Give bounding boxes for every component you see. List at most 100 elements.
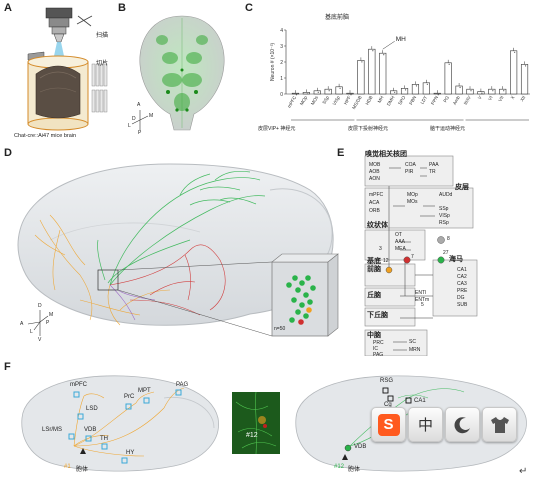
night-mode-button[interactable] <box>445 407 480 442</box>
x-tick-label: V <box>477 94 483 100</box>
f-left-caption-num: #1 <box>64 464 71 470</box>
axis-d: D <box>132 116 136 122</box>
x-tick-label: MOs <box>310 94 320 106</box>
basal-forebrain-title: 基底前脑 <box>367 258 381 273</box>
panel-b: A L M D P <box>122 10 242 140</box>
group-label-subcortical: 皮层下投射神经元 <box>348 126 389 132</box>
olf-tr: TR <box>429 169 436 175</box>
axis-d-l: L <box>30 329 33 335</box>
x-tick-label: MOp <box>299 95 309 107</box>
f-vdb-right: VDB <box>354 444 367 450</box>
bar <box>488 88 496 95</box>
bar <box>379 52 387 95</box>
x-tick-label: MH <box>377 95 385 104</box>
str-ot: OT <box>395 232 402 238</box>
mb-mrn: MRN <box>409 347 421 353</box>
num-7: 7 <box>411 254 414 260</box>
num-8: 8 <box>447 236 450 242</box>
projection-diagram <box>364 155 478 357</box>
data-point <box>306 93 308 95</box>
x-tick-label: PBN <box>408 95 417 106</box>
f-cg: Cg <box>384 402 392 408</box>
axis-d-d: D <box>38 303 42 309</box>
bar <box>346 92 354 95</box>
data-point <box>437 94 439 96</box>
x-tick-label: Amb <box>452 95 461 106</box>
panel-label-a: A <box>4 2 12 14</box>
data-point <box>372 50 374 52</box>
ctx-mpfc: mPFC <box>369 192 384 198</box>
y-tick-label: 3 <box>280 44 283 50</box>
data-point <box>339 87 341 89</box>
striatum-title: 纹状体 <box>367 222 388 229</box>
panel-f-left: mPFC LSD PrC MPT PAG LSr/MS VDB TH HY #1… <box>14 368 224 478</box>
panel-a: 扫描 切片 Chat-cre::Ai47 mice brain <box>14 6 114 146</box>
ctx-ssp: SSp <box>439 206 449 212</box>
inset-count-label: n=50 <box>274 326 286 332</box>
panel-label-c: C <box>245 2 253 14</box>
y-tick-label: 2 <box>280 60 283 66</box>
bar <box>291 92 300 95</box>
bar <box>335 86 343 95</box>
f-prc: PrC <box>124 394 135 400</box>
ctx-rsp: RSp <box>439 220 449 226</box>
x-tick-label: PPN <box>430 95 439 106</box>
ctx-orb: ORB <box>369 208 380 214</box>
num-3: 3 <box>379 246 382 252</box>
bar <box>411 84 420 95</box>
data-point <box>524 65 527 67</box>
ctx-mop: MOp <box>407 192 418 198</box>
data-point <box>415 85 418 87</box>
ctx-visp: VISp <box>439 213 450 219</box>
str-aaa: AAA <box>395 239 406 245</box>
annotation-line <box>382 40 395 50</box>
data-point <box>492 90 494 92</box>
hippocampus-title: 海马 <box>449 256 463 263</box>
sogou-logo-button[interactable]: S <box>371 407 406 442</box>
mb-ic: IC <box>373 346 378 352</box>
data-point <box>394 91 396 93</box>
sagittal-brain-neuron-1 <box>21 375 219 472</box>
hpc-ca1: CA1 <box>457 267 467 273</box>
data-point <box>470 90 472 92</box>
axis-p: P <box>138 130 142 136</box>
hpc-sub: SUB <box>457 302 468 308</box>
mb-prc: PRC <box>373 340 384 346</box>
x-tick-label: HPF <box>343 95 352 106</box>
x-tick-label: MS/DB <box>351 95 363 110</box>
bar <box>444 62 452 95</box>
x-tick-label: LDT <box>420 95 429 105</box>
chinese-mode-key[interactable]: 中 <box>408 407 443 442</box>
soma-cluster <box>286 275 316 325</box>
hpc-ca3: CA3 <box>457 281 467 287</box>
x-tick-label: VII <box>497 95 504 102</box>
group-label-brainstem: 脑干运动神经元 <box>430 126 466 132</box>
axis-d-a: A <box>20 321 24 327</box>
f-lsr: LSr/MS <box>42 427 63 433</box>
bar <box>390 90 398 95</box>
chinese-mode-label: 中 <box>417 417 433 434</box>
bar <box>433 92 441 95</box>
data-point <box>350 94 352 96</box>
x-tick-label: XII <box>519 95 526 102</box>
bar <box>510 50 518 95</box>
panel-label-b: B <box>118 2 126 14</box>
str-mea: MEA <box>395 246 406 252</box>
hypothalamus-title: 下丘脑 <box>367 312 388 319</box>
skin-button[interactable] <box>482 407 517 442</box>
f-vdb: VDB <box>84 427 97 433</box>
panel-e: 嗅觉相关核团 MOB AOB AON COA PIR PAA TR 皮层 mPF… <box>345 150 537 358</box>
bar <box>400 88 409 95</box>
bar <box>466 88 474 95</box>
bar <box>313 90 321 95</box>
scan-label: 扫描 <box>96 33 109 39</box>
paragraph-end-mark: ↵ <box>519 466 528 477</box>
x-tick-label: X <box>510 95 516 100</box>
panel-a-caption: Chat-cre::Ai47 mice brain <box>14 133 77 139</box>
axis-a: A <box>137 102 141 108</box>
axis-m: M <box>149 113 154 119</box>
moon-icon <box>454 416 470 433</box>
shirt-icon <box>490 416 509 433</box>
